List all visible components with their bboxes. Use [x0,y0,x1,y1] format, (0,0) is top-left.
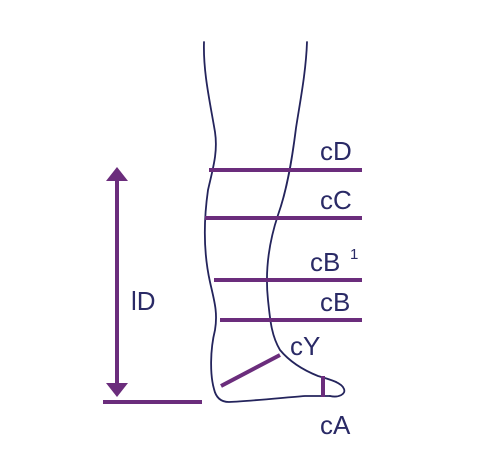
label-cb1: cB [310,247,340,277]
label-ld: lD [131,286,156,316]
label-ca: cA [320,410,351,440]
label-cd: cD [320,136,352,166]
label-cb: cB [320,287,350,317]
label-cc: cC [320,185,352,215]
leg-front-outline [266,41,346,398]
arrow-head-down-icon [106,383,128,397]
leg-back-outline [203,41,331,403]
label-cb1-superscript: 1 [350,246,358,263]
arrow-head-up-icon [106,167,128,181]
measure-line-cy [220,353,281,388]
label-cy: cY [290,331,320,361]
